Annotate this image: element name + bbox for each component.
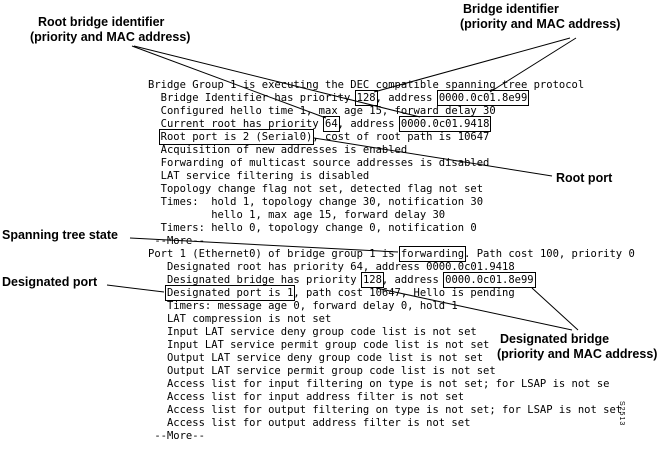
terminal-text: --More-- [148,235,205,247]
terminal-text: Forwarding of multicast source addresses… [148,157,490,169]
terminal-line: LAT compression is not set [148,313,635,326]
highlight-box: 128 [354,90,378,106]
label-text: Bridge identifier [463,2,559,16]
terminal-line: Current root has priority 64, address 00… [148,116,635,132]
terminal-text: Input LAT service deny group code list i… [148,326,477,338]
figure-id: S2513 [618,401,625,427]
terminal-text: , path cost 10647, Hello is pending [293,287,515,299]
label-designated-port: Designated port [2,275,97,290]
terminal-line: Designated bridge has priority 128, addr… [148,272,635,288]
terminal-text: Designated root has priority 64, address… [148,261,515,273]
terminal-line: Access list for input filtering on type … [148,378,635,391]
terminal-line: Configured hello time 1, max age 15, for… [148,105,635,118]
highlight-box: forwarding [398,246,467,262]
highlight-box: 0000.0c01.8e99 [436,90,530,106]
terminal-text: Current root has priority [148,118,326,130]
label-root-port: Root port [556,171,612,186]
label-bridge-identifier: Bridge identifier (priority and MAC addr… [460,2,620,32]
label-spanning-tree-state: Spanning tree state [2,228,118,243]
terminal-line: Timers: message age 0, forward delay 0, … [148,300,635,313]
highlight-box: Designated port is 1 [164,285,296,301]
terminal-text: Timers: hello 0, topology change 0, noti… [148,222,477,234]
terminal-text: Port 1 (Ethernet0) of bridge group 1 is [148,248,401,260]
terminal-text: Timers: message age 0, forward delay 0, … [148,300,458,312]
highlight-box: 128 [360,272,384,288]
label-text: (priority and MAC address) [497,347,658,361]
terminal-text: , cost of root path is 10647 [312,131,490,143]
terminal-line: Access list for output filtering on type… [148,404,635,417]
terminal-line: Times: hold 1, topology change 30, notif… [148,196,635,209]
terminal-text: , address [381,274,446,286]
terminal-text: Times: hold 1, topology change 30, notif… [148,196,484,208]
terminal-text [148,131,161,143]
terminal-line: Topology change flag not set, detected f… [148,183,635,196]
terminal-line: --More-- [148,430,635,443]
terminal-line: Acquisition of new addresses is enabled [148,144,635,157]
terminal-text: hello 1, max age 15, forward delay 30 [148,209,446,221]
terminal-line: Timers: hello 0, topology change 0, noti… [148,222,635,235]
highlight-box: 0000.0c01.9418 [398,116,492,132]
terminal-text: , address [375,92,439,104]
terminal-text: Access list for output filtering on type… [148,404,623,416]
terminal-line: hello 1, max age 15, forward delay 30 [148,209,635,222]
terminal-line: Bridge Identifier has priority 128, addr… [148,90,635,106]
label-text: Root port [556,171,613,185]
terminal-line: --More-- [148,235,635,248]
terminal-text: Access list for output address filter is… [148,417,471,429]
terminal-line: Output LAT service deny group code list … [148,352,635,365]
label-text: (priority and MAC address) [30,30,191,44]
terminal-text: Access list for input address filter is … [148,391,465,403]
terminal-text: , address [337,118,401,130]
label-designated-bridge: Designated bridge (priority and MAC addr… [497,332,657,362]
terminal-text: Topology change flag not set, detected f… [148,183,484,195]
terminal-output: Bridge Group 1 is executing the DEC comp… [148,79,635,443]
terminal-line: Designated root has priority 64, address… [148,261,635,274]
label-root-bridge-identifier: Root bridge identifier (priority and MAC… [30,15,190,45]
terminal-line: Access list for output address filter is… [148,417,635,430]
terminal-text: Acquisition of new addresses is enabled [148,144,408,156]
terminal-line: Designated port is 1, path cost 10647, H… [148,285,635,301]
highlight-box: 0000.0c01.8e99 [443,272,536,288]
terminal-line: Access list for input address filter is … [148,391,635,404]
label-text: Designated bridge [500,332,610,346]
highlight-box: 64 [323,116,340,132]
terminal-text: Access list for input filtering on type … [148,378,610,390]
terminal-text: Output LAT service permit group code lis… [148,365,496,377]
terminal-text: Designated bridge has priority [148,274,363,286]
terminal-text: Output LAT service deny group code list … [148,352,484,364]
label-text: (priority and MAC address) [460,17,621,31]
terminal-line: Port 1 (Ethernet0) of bridge group 1 is … [148,246,635,262]
terminal-text: . Path cost 100, priority 0 [464,248,635,260]
terminal-text: Bridge Group 1 is executing the DEC comp… [148,79,585,91]
terminal-text [148,287,167,299]
terminal-line: LAT service filtering is disabled [148,170,635,183]
terminal-line: Bridge Group 1 is executing the DEC comp… [148,79,635,92]
terminal-text: Bridge Identifier has priority [148,92,357,104]
terminal-line: Output LAT service permit group code lis… [148,365,635,378]
label-text: Spanning tree state [2,228,118,242]
terminal-line: Input LAT service deny group code list i… [148,326,635,339]
terminal-text: LAT service filtering is disabled [148,170,370,182]
label-text: Root bridge identifier [38,15,165,29]
terminal-text: Input LAT service permit group code list… [148,339,490,351]
terminal-text: --More-- [148,430,205,442]
highlight-box: Root port is 2 (Serial0) [158,129,315,145]
terminal-text: Configured hello time 1, max age 15, for… [148,105,496,117]
terminal-line: Input LAT service permit group code list… [148,339,635,352]
label-text: Designated port [2,275,98,289]
terminal-text: LAT compression is not set [148,313,332,325]
terminal-line: Root port is 2 (Serial0), cost of root p… [148,129,635,145]
terminal-line: Forwarding of multicast source addresses… [148,157,635,170]
